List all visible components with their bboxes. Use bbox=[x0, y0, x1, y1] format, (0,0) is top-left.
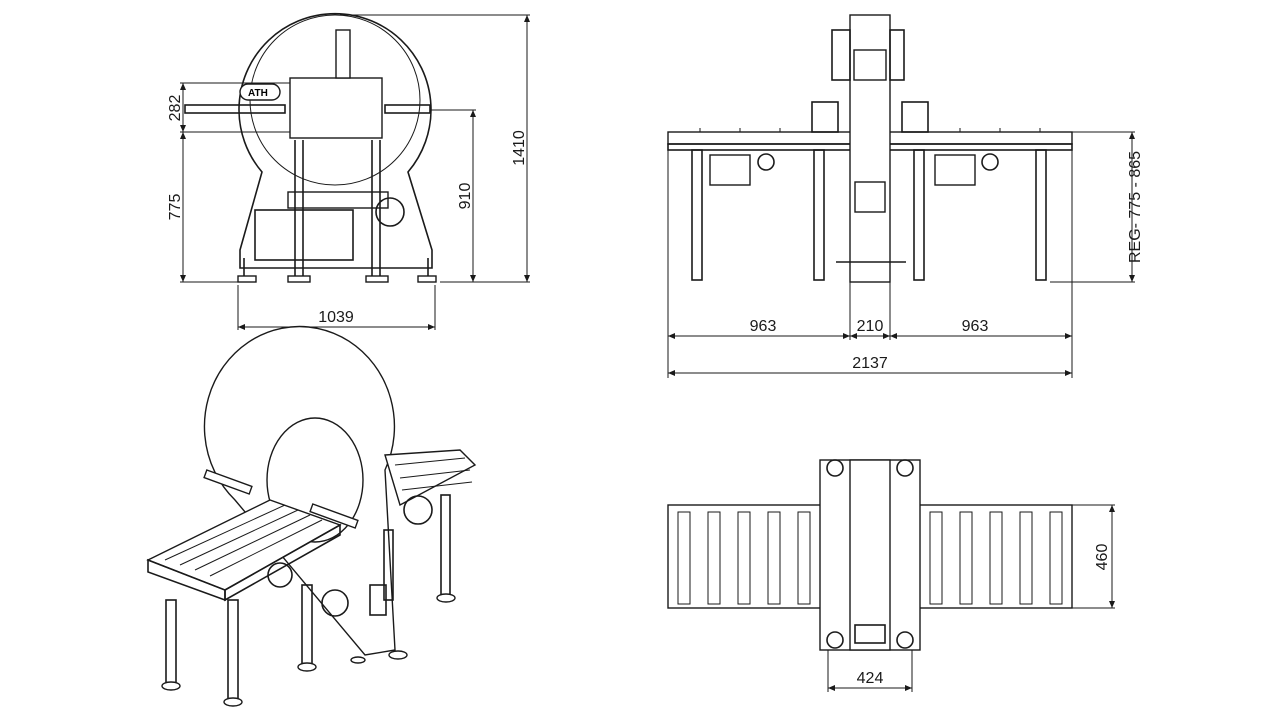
dim-1410: 1410 bbox=[511, 130, 528, 166]
dim-775: 775 bbox=[167, 194, 184, 221]
dim-2137: 2137 bbox=[852, 355, 888, 372]
dim-1039: 1039 bbox=[318, 309, 354, 326]
logo: ATH bbox=[248, 88, 268, 99]
dim-963-right: 963 bbox=[962, 318, 989, 335]
dim-210: 210 bbox=[857, 318, 884, 335]
isometric-view bbox=[146, 325, 477, 707]
side-view: 963 210 963 2137 REG- 775 - 865 bbox=[667, 14, 1144, 378]
top-view: 460 424 bbox=[667, 459, 1115, 692]
dim-reg-height: REG- 775 - 865 bbox=[1127, 151, 1144, 263]
dim-910: 910 bbox=[457, 183, 474, 210]
dim-282: 282 bbox=[167, 95, 184, 122]
dim-963-left: 963 bbox=[750, 318, 777, 335]
front-view: ATH 282 775 910 1410 1039 bbox=[167, 12, 530, 330]
dim-424: 424 bbox=[857, 670, 884, 687]
dim-460: 460 bbox=[1094, 544, 1111, 571]
